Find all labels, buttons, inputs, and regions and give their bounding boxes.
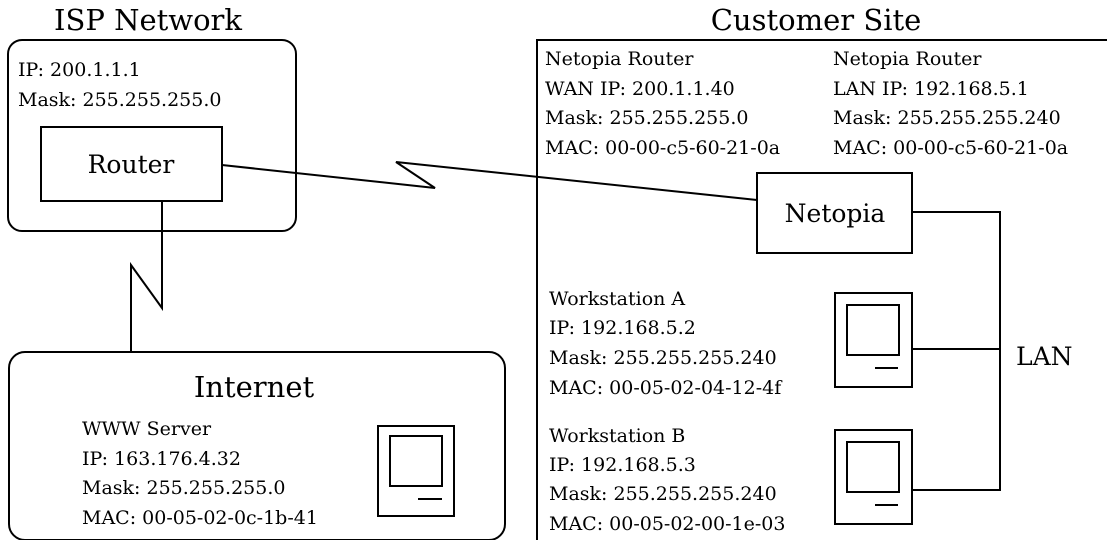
isp-internet-link xyxy=(130,201,163,352)
wan-router-mask: Mask: 255.255.255.0 xyxy=(545,107,749,129)
lan-router-ip: LAN IP: 192.168.5.1 xyxy=(833,78,1029,100)
wan-router-name: Netopia Router xyxy=(545,48,694,70)
lan-router-mask: Mask: 255.255.255.240 xyxy=(833,107,1061,129)
www-server-mac: MAC: 00-05-02-0c-1b-41 xyxy=(82,507,318,529)
netopia-router-box xyxy=(756,172,913,254)
workstation-a-ip: IP: 192.168.5.2 xyxy=(549,317,696,339)
workstation-a-computer-icon xyxy=(834,292,913,388)
workstation-b-computer-icon xyxy=(834,429,913,525)
wan-link xyxy=(221,161,758,201)
internet-title: Internet xyxy=(194,370,315,404)
isp-router-label: Router xyxy=(88,150,175,179)
lan-label: LAN xyxy=(1016,342,1073,371)
workstation-a-mask: Mask: 255.255.255.240 xyxy=(549,347,777,369)
wan-router-ip: WAN IP: 200.1.1.40 xyxy=(545,78,735,100)
isp-ip-text: IP: 200.1.1.1 xyxy=(18,59,141,81)
lan-router-mac: MAC: 00-00-c5-60-21-0a xyxy=(833,137,1068,159)
www-server-name: WWW Server xyxy=(82,418,212,440)
wan-router-mac: MAC: 00-00-c5-60-21-0a xyxy=(545,137,780,159)
www-server-ip: IP: 163.176.4.32 xyxy=(82,448,241,470)
isp-router-box xyxy=(40,126,223,202)
isp-mask-text: Mask: 255.255.255.0 xyxy=(18,89,222,111)
www-server-mask: Mask: 255.255.255.0 xyxy=(82,477,286,499)
www-server-computer-icon xyxy=(377,425,455,517)
customer-site-border xyxy=(536,39,1107,540)
workstation-b-mac: MAC: 00-05-02-00-1e-03 xyxy=(549,513,785,535)
isp-network-title: ISP Network xyxy=(54,3,242,37)
workstation-b-name: Workstation B xyxy=(549,425,685,447)
workstation-a-name: Workstation A xyxy=(549,288,685,310)
workstation-a-mac: MAC: 00-05-02-04-12-4f xyxy=(549,377,783,399)
lan-router-name: Netopia Router xyxy=(833,48,982,70)
customer-site-title: Customer Site xyxy=(711,3,922,37)
workstation-b-ip: IP: 192.168.5.3 xyxy=(549,454,696,476)
workstation-b-mask: Mask: 255.255.255.240 xyxy=(549,483,777,505)
netopia-router-label: Netopia xyxy=(785,199,886,228)
lan-bus-line xyxy=(912,211,1001,491)
